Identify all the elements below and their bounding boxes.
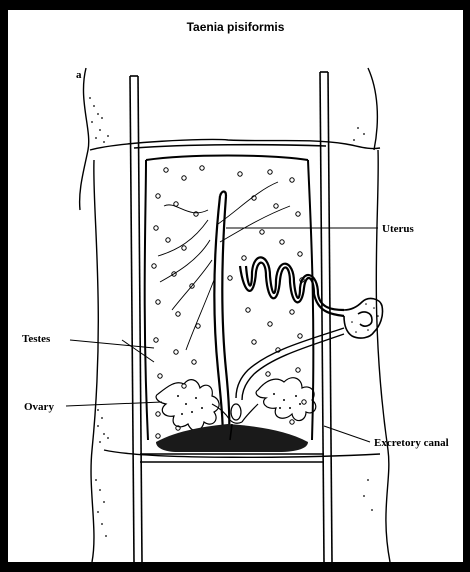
ovary-label: Ovary — [24, 401, 54, 413]
ovary-lobes — [156, 378, 316, 431]
diagram-panel: Taenia pisiformis — [8, 10, 463, 562]
ovary-stipple — [177, 393, 301, 415]
proglottid-diagram: a Uterus Testes Ovary Excretory canal — [8, 10, 463, 562]
testes-label: Testes — [22, 333, 51, 345]
vitelline-gland — [156, 424, 308, 452]
excretory-canal-label: Excretory canal — [374, 437, 449, 449]
corner-mark-label: a — [76, 69, 82, 81]
uterus-label: Uterus — [382, 223, 414, 235]
vas-deferens-coil — [240, 257, 344, 316]
vagina-duct — [236, 328, 344, 400]
